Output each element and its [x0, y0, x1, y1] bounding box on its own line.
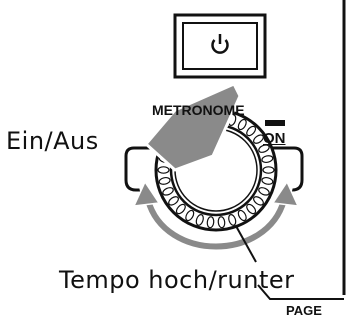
knurl-bump [206, 216, 215, 229]
rotation-arrow-body [145, 199, 287, 250]
knurl-bump [258, 187, 270, 196]
knurl-bump [261, 155, 274, 164]
knurl-bump [253, 196, 264, 206]
knurl-bump [258, 144, 270, 153]
knurl-bump [246, 203, 257, 215]
knurl-bump [158, 176, 171, 185]
rotation-arrow-head-right [271, 180, 300, 207]
tempo-callout: Tempo hoch/runter [59, 266, 295, 294]
knurl-bump [157, 166, 170, 174]
knurl-bump [246, 125, 257, 137]
knurl-bump [217, 216, 226, 229]
knob-housing-left [124, 146, 176, 192]
rotation-arrow-head-left [132, 180, 161, 207]
knurl-bump [168, 196, 179, 206]
knob-housing-right [264, 146, 304, 192]
press-arrow [144, 82, 242, 172]
knurl-bump [185, 209, 195, 222]
metronome-label: METRONOME [152, 102, 245, 118]
tempo-leader-line [235, 225, 257, 263]
knurl-bump [253, 134, 264, 144]
knurl-bump [175, 203, 186, 215]
power-button[interactable] [173, 13, 267, 79]
page-button-bracket [257, 284, 344, 300]
knurl-bump [195, 214, 204, 226]
on-label: ON [263, 130, 286, 147]
knurl-bump [237, 118, 247, 131]
knurl-bump [237, 209, 247, 222]
power-icon [211, 34, 229, 54]
page-label: PAGE [286, 303, 322, 318]
on-off-callout: Ein/Aus [6, 127, 99, 155]
knurl-bump [262, 166, 275, 174]
on-indicator-bar [265, 120, 285, 126]
knurl-bump [261, 176, 274, 185]
knurl-bump [162, 187, 174, 196]
knurl-bump [228, 214, 237, 226]
